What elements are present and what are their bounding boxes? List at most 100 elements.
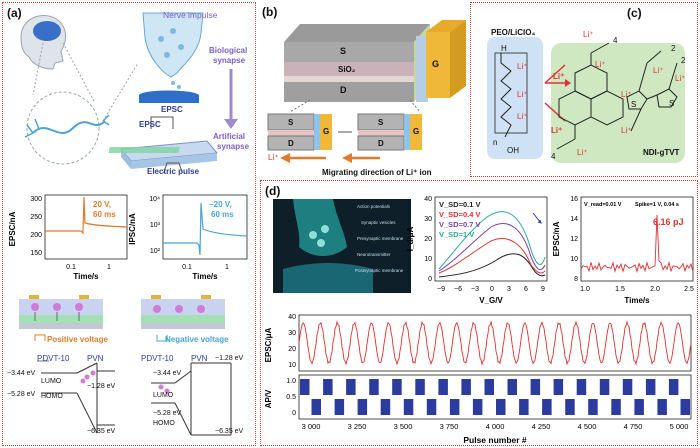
small-g-left: G: [323, 127, 330, 136]
nerve-impulse-label: Nerve impulse: [163, 10, 218, 20]
inset-label-1: Synaptic vesicles: [361, 220, 396, 225]
spike-xtick-0: 1.0: [580, 286, 590, 293]
epsc-xlabel: Time/s: [73, 272, 99, 281]
epsc-ylabel: EPSC/nA: [8, 211, 17, 246]
iv-ytick-4: 0: [428, 276, 432, 283]
train-xtick: 4 250: [532, 422, 551, 431]
band-left-e4: −6.35 eV: [87, 428, 116, 435]
train-xtick: 3 000: [302, 422, 321, 431]
band-right-homo: HOMO: [153, 420, 175, 427]
spike-ytick-0: 16: [570, 196, 578, 203]
ap-pulse-bar: [311, 399, 321, 415]
band-right-e1: −1.28 eV: [215, 355, 244, 362]
band-diagram-left: [36, 360, 115, 434]
band-diagram-right: [151, 362, 232, 436]
ndi-s-1: S: [631, 100, 637, 109]
polymer-structure-illustration: [487, 37, 685, 163]
iv-plot: 40 30 20 10 0 −9 −6 −3 0 3 6 9 V_G/V I_d…: [406, 196, 548, 305]
li-ion-label: Li⁺: [268, 153, 279, 162]
ap-pulse-bar: [519, 399, 529, 415]
ndi-label: NDI-gTVT: [643, 148, 680, 157]
ndi-n4-top: 4: [613, 36, 618, 45]
ndi-n2-right: 2: [681, 56, 686, 65]
spike-ytick-3: 10: [570, 256, 578, 263]
ndi-li-4: Li⁺: [577, 148, 588, 157]
ipsc-ylabel: IPSC/nA: [128, 213, 137, 245]
iv-legend-1: V_SD=0.4 V: [439, 210, 480, 219]
spike-epsc-plot: 16 14 12 10 8 1.0 1.5 2.0 2.5 Time/s EPS…: [552, 196, 694, 305]
ap-pulse-bar: [323, 379, 333, 395]
spike-xtick-3: 2.5: [684, 286, 694, 293]
ap-pulse-bar: [680, 399, 690, 415]
small-d-right: D: [378, 139, 384, 148]
iv-legend-3: V_SD=1 V: [439, 230, 474, 239]
train-ylabel-bottom: AP/V: [264, 389, 273, 408]
peo-li-3: Li⁺: [517, 112, 528, 121]
small-s-right: S: [378, 118, 384, 127]
ap-pulse-bar: [645, 379, 656, 395]
train-ytick-3: 10: [288, 362, 296, 369]
train-ytick-1: 30: [288, 330, 296, 337]
band-right-e3: −5.28 eV: [153, 410, 182, 417]
ipsc-xtick-0: 0.1: [182, 264, 192, 271]
panel-c: (c) PEO/LiClO₄ H n OH Li⁺ Li⁺ Li⁺ Li⁺ Li…: [470, 2, 698, 177]
peo-oh-label: OH: [507, 146, 519, 155]
epsc-xtick-1: 1: [107, 264, 111, 271]
negative-voltage-device: [141, 295, 225, 342]
pulse-train-plot: 40 30 20 10 1.0 0.5 0 EPSC/μA AP/V 3 000…: [264, 314, 692, 445]
iv-xtick-2: −3: [471, 286, 479, 293]
arrow-li-bottom: Li⁺: [551, 126, 563, 135]
epsc-label-1: EPSC: [161, 105, 183, 114]
layer-g-label: G: [432, 59, 440, 69]
layer-d-label: D: [340, 85, 347, 95]
epsc-ytick-3: 150: [30, 250, 42, 257]
spike-xtick-2: 2.0: [650, 286, 660, 293]
band-left-lumo: LUMO: [41, 378, 62, 385]
spike-energy: 6.16 pJ: [653, 217, 684, 227]
epsc-note-2: 60 ms: [93, 210, 116, 219]
train-xtick: 3 750: [440, 422, 459, 431]
ndi-li-1: Li⁺: [595, 60, 606, 69]
iv-xtick-3: 0: [490, 286, 494, 293]
train-ytick-2: 20: [288, 346, 296, 353]
ap-pulse-bar: [576, 379, 587, 395]
ndi-li-7: Li⁺: [583, 30, 594, 39]
panel-d-label: (d): [265, 184, 281, 198]
iv-xlabel: V_G/V: [479, 296, 503, 305]
ap-pulse-bar: [415, 379, 425, 395]
brain-neuron-illustration: [20, 12, 238, 173]
small-d-left: D: [288, 139, 294, 148]
ipsc-ytick-0: 10⁴: [149, 196, 160, 203]
inset-label-3: Neurotransmitter: [357, 252, 391, 257]
ap-pulse-bar: [472, 399, 483, 415]
train-ytick-0: 40: [288, 314, 296, 321]
ndi-s-2: S: [669, 99, 675, 108]
ndi-li-3: Li⁺: [621, 126, 632, 135]
peo-n-label: n: [493, 138, 498, 147]
band-left-e3: −1.28 eV: [87, 383, 116, 390]
epsc-ytick-2: 200: [30, 232, 42, 239]
iv-xtick-6: 9: [541, 286, 545, 293]
epsc-xtick-0: 0.1: [66, 264, 76, 271]
ap-pulse-bar: [565, 399, 575, 415]
negative-voltage-label: Negative voltage: [165, 335, 229, 344]
spike-xlabel: Time/s: [624, 296, 650, 305]
ipsc-ytick-2: 10²: [150, 248, 161, 255]
ipsc-time-plot: 10⁴ 10³ 10² 0.1 1 Time/s IPSC/nA −20 V, …: [128, 194, 248, 281]
ap-pulse-bar: [369, 379, 379, 395]
ap-pulse-bar: [599, 379, 610, 395]
ap-pulse-bar: [392, 379, 402, 395]
panel-b: (b) S SiO₂ D G S D G S D G: [260, 2, 468, 177]
biological-synapse-label-1: Biological: [209, 46, 248, 55]
ap-pulse-bar: [461, 379, 471, 395]
iv-xtick-4: 3: [507, 286, 511, 293]
inset-label-4: Postsynaptic membrane: [355, 268, 404, 273]
ap-pulse-bar: [622, 379, 633, 395]
arrow-li-top: Li⁺: [553, 72, 565, 81]
small-s-left: S: [288, 118, 294, 127]
band-right-e2: −3.44 eV: [153, 370, 182, 377]
spike-header-right: Spike=1 V, 0.04 s: [635, 202, 679, 208]
ipsc-xtick-1: 1: [225, 264, 229, 271]
panel-a-label: (a): [7, 6, 22, 20]
iv-xtick-1: −6: [454, 286, 462, 293]
